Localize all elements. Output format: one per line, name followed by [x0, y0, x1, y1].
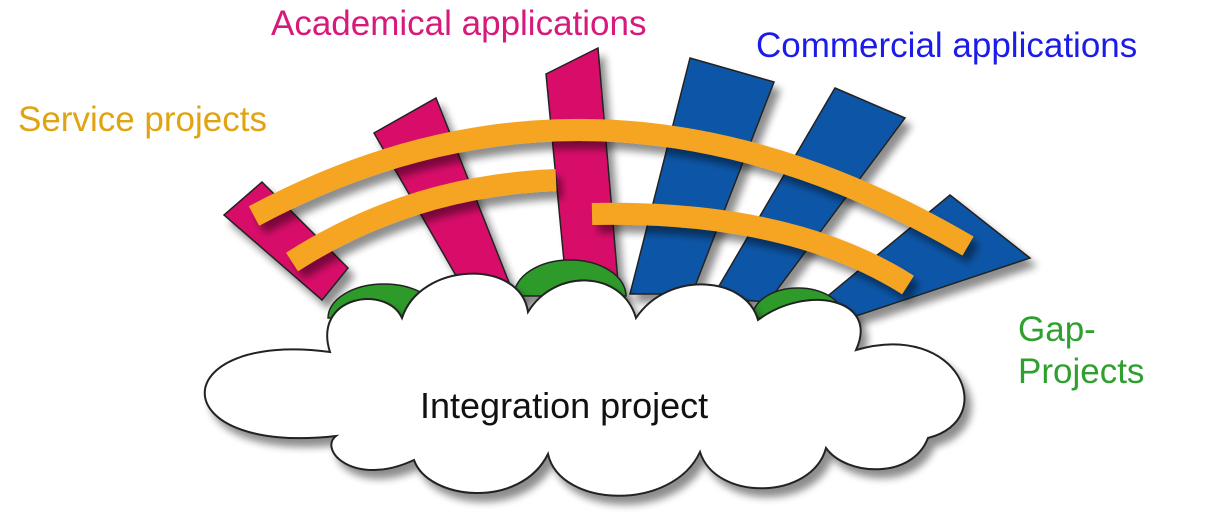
- service-arc-outer: [248, 119, 974, 256]
- cloud-shape: [203, 272, 966, 497]
- integration-project-label: Integration project: [420, 385, 709, 426]
- academic-bar-3: [545, 46, 619, 283]
- integration-cloud: [203, 272, 966, 497]
- commercial-applications-label: Commercial applications: [756, 26, 1138, 65]
- academic-applications-label: Academical applications: [271, 4, 647, 43]
- gap-projects-label-line2: Projects: [1018, 352, 1145, 391]
- service-arc-inner-left: [286, 169, 557, 272]
- service-arcs: [248, 119, 974, 295]
- service-arc-inner-right: [591, 202, 914, 295]
- service-projects-label: Service projects: [18, 100, 267, 139]
- gap-projects-label: Gap- Projects: [1018, 309, 1188, 393]
- gap-projects-label-line1: Gap-: [1018, 310, 1096, 349]
